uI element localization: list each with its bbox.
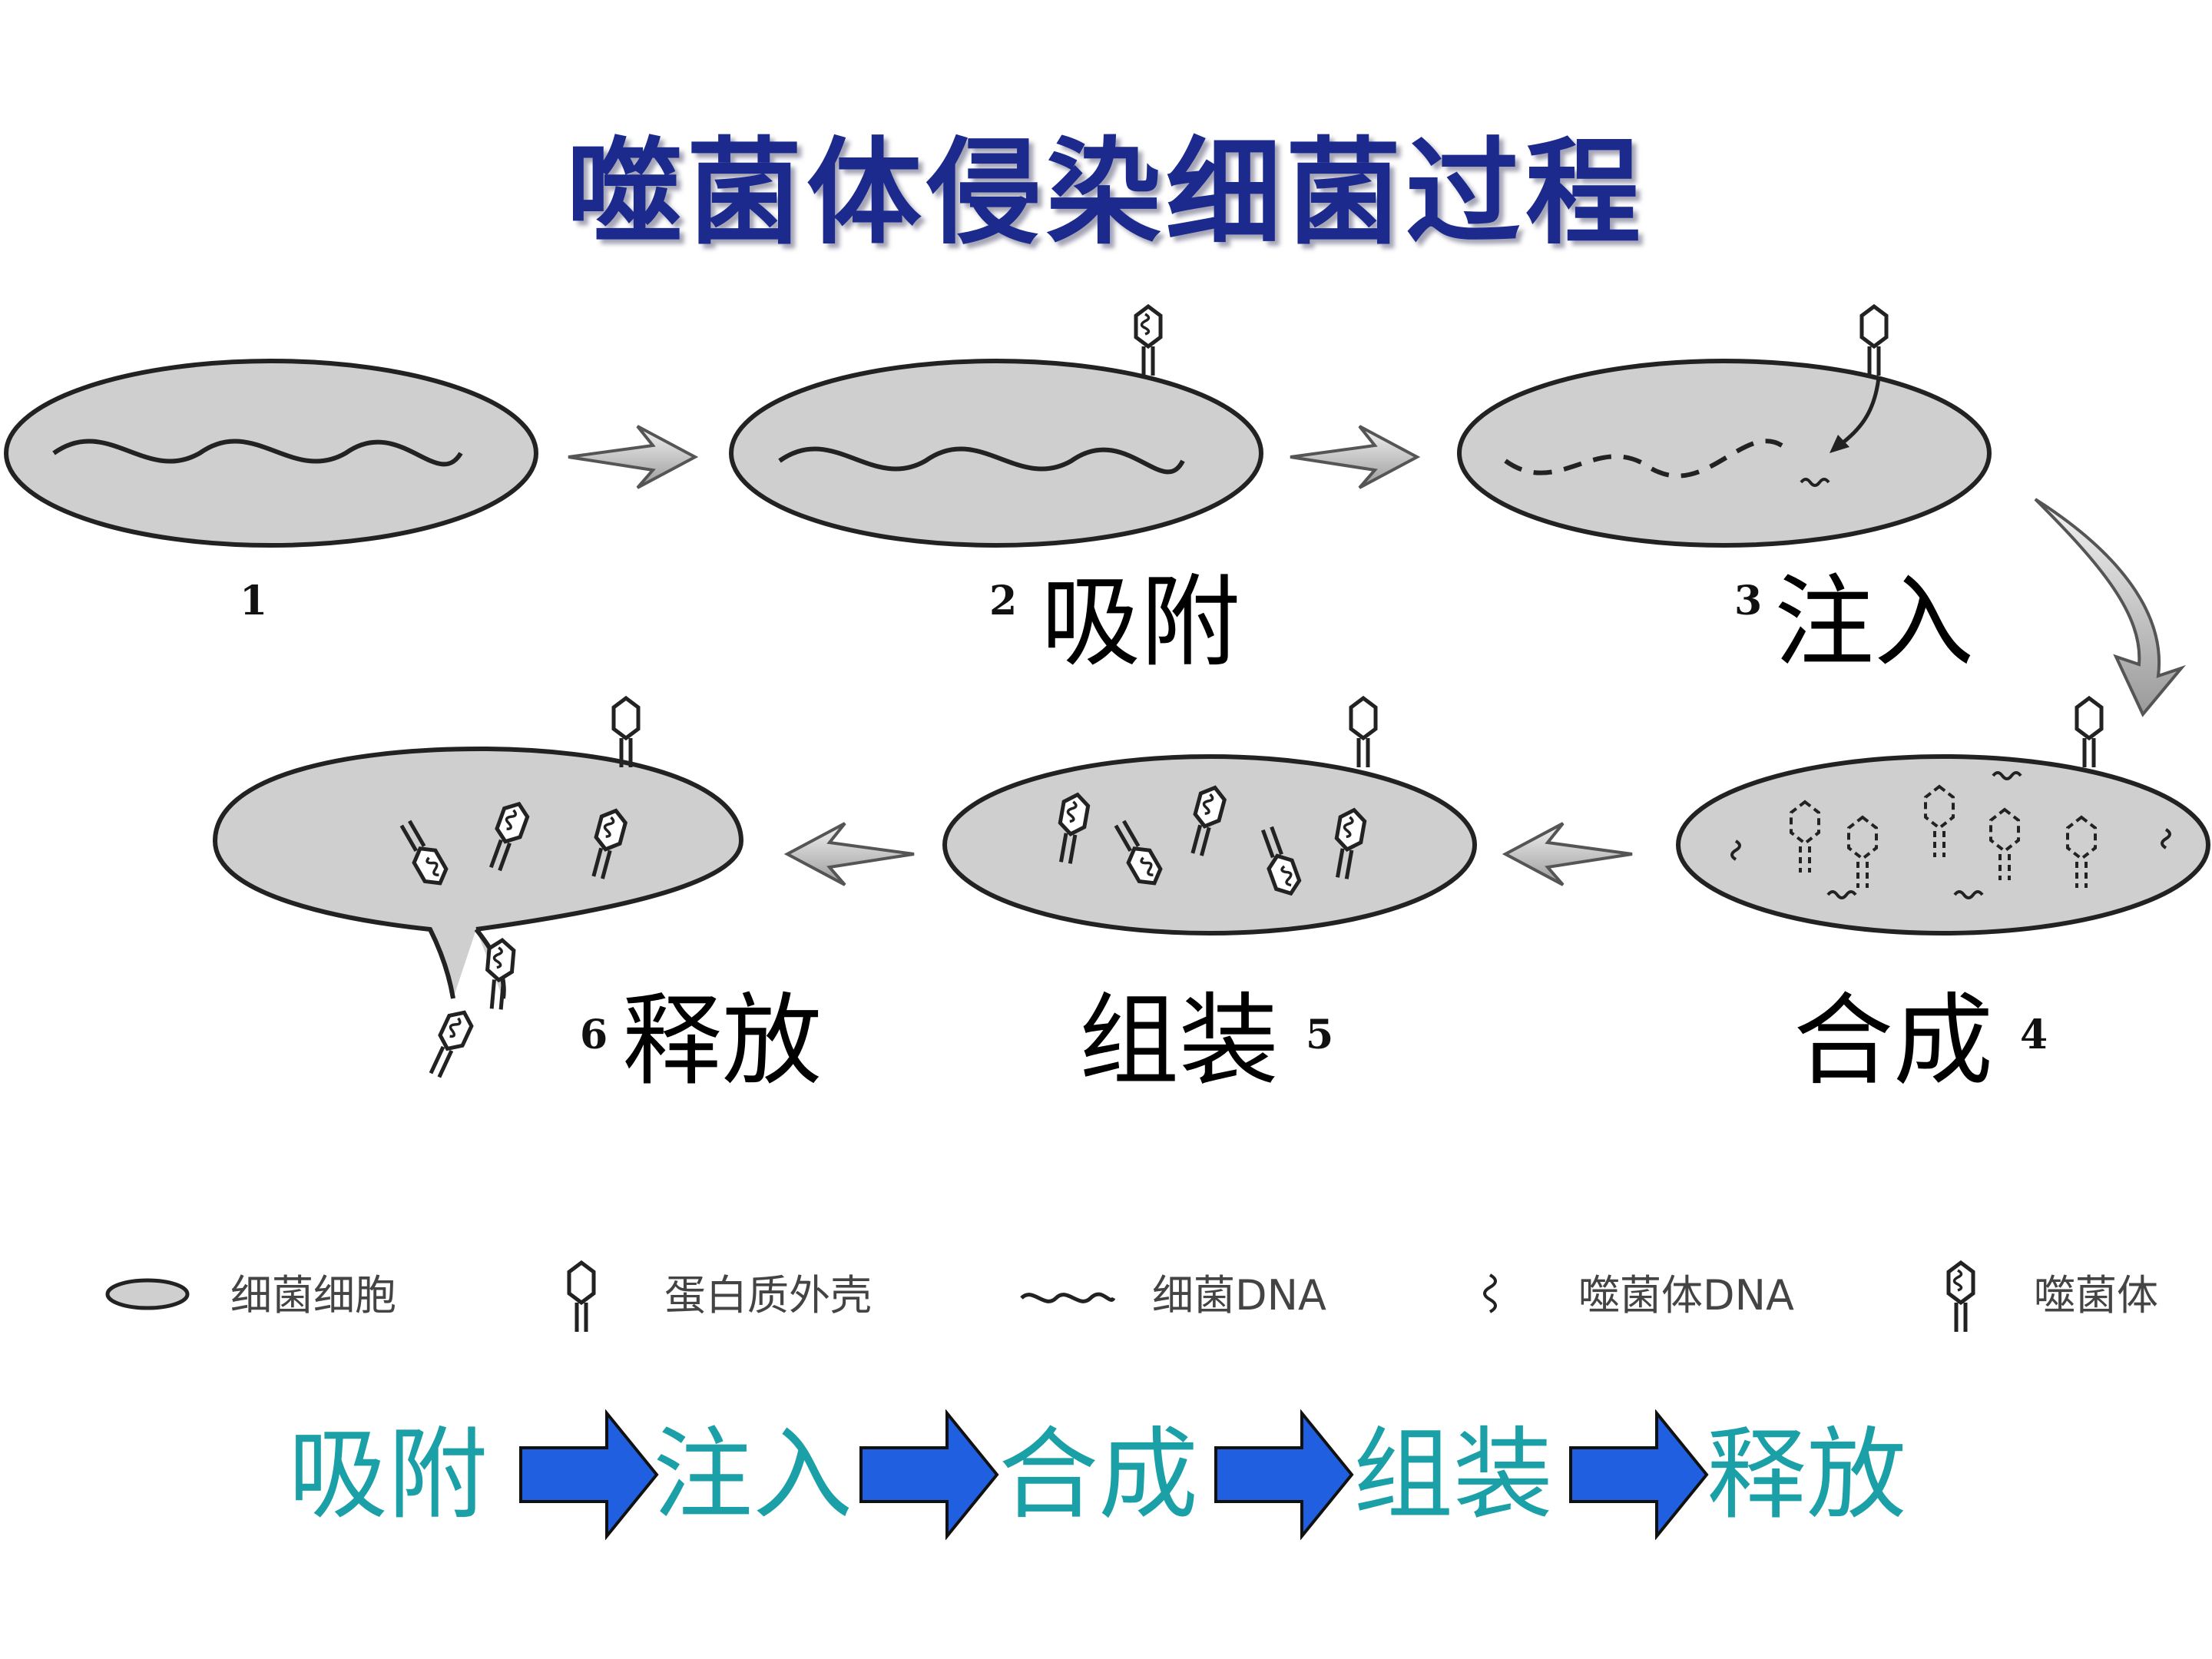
stage-5: 组装 5 [942, 698, 1477, 1099]
flow-step: 释放 [1707, 1416, 1907, 1533]
bacterial-cell-icon [105, 1278, 190, 1310]
stage-label: 吸附 [1041, 564, 1240, 680]
legend-label: 蛋白质外壳 [664, 1271, 872, 1320]
flow-arrow-icon [1569, 1409, 1709, 1540]
phage-icon [484, 939, 515, 1010]
stage-label: 注入 [1774, 564, 1974, 680]
phage-icon [424, 1008, 475, 1081]
stage-1: 1 [4, 359, 538, 624]
bacterial-cell [729, 359, 1263, 548]
bacterial-dna [778, 446, 1185, 475]
protein-coat-icon [1351, 698, 1376, 767]
protein-coat-icon [2077, 698, 2101, 767]
stage-arrow-4-5 [1502, 822, 1633, 886]
flow-step: 组装 [1353, 1416, 1554, 1533]
process-flow: 吸附 注入 合成 组装 释放 [0, 1382, 2212, 1567]
stage-label: 组装 [1079, 982, 1279, 1099]
stage-arrow-2-3 [1290, 425, 1421, 489]
legend-item: 噬菌体 [1949, 1263, 2158, 1332]
stage-6: 6 释放 [212, 698, 822, 1099]
stage-number: 4 [2020, 1012, 2048, 1058]
bacterial-cell [942, 754, 1477, 935]
page-title: 噬菌体侵染细菌过程 [566, 127, 1645, 260]
phage-dna-icon [1483, 1273, 1497, 1313]
bacterial-cell [4, 359, 538, 548]
stage-arrow-3-4 [2034, 498, 2187, 717]
legend-item: 细菌DNA [1020, 1271, 1326, 1320]
stage-2: 2 吸附 [729, 306, 1263, 680]
phage-icon [1949, 1263, 1973, 1332]
stage-number: 3 [1734, 578, 1762, 624]
flow-arrow-icon [1214, 1409, 1354, 1540]
legend-label: 噬菌体DNA [1578, 1271, 1794, 1320]
legend-item: 蛋白质外壳 [569, 1263, 872, 1332]
flow-step: 注入 [653, 1416, 853, 1533]
legend-label: 细菌DNA [1152, 1271, 1326, 1320]
legend-label: 噬菌体 [2034, 1271, 2158, 1320]
stage-arrow-1-2 [568, 425, 699, 489]
phage-icon [1136, 306, 1161, 376]
stage-label: 合成 [1793, 982, 1993, 1099]
protein-coat-icon [614, 698, 638, 767]
bacterial-dna [52, 439, 463, 467]
flow-arrow-icon [519, 1409, 659, 1540]
flow-step: 合成 [998, 1416, 1199, 1533]
flow-step: 吸附 [288, 1416, 488, 1533]
bacterial-cell [1457, 359, 1992, 548]
legend-item: 细菌细胞 [105, 1271, 396, 1320]
stage-arrow-5-6 [783, 822, 915, 886]
stage-label: 释放 [622, 982, 822, 1099]
bacterial-dna-icon [1020, 1292, 1116, 1303]
protein-coat-icon [569, 1263, 594, 1332]
injection-arrow [1838, 377, 1881, 447]
protein-coat-icon [1862, 306, 1886, 376]
injected-dna [1504, 439, 1783, 478]
stage-4: 合成 4 [1676, 698, 2210, 1099]
stage-number: 5 [1306, 1012, 1333, 1058]
stage-number: 2 [989, 578, 1017, 624]
stage-3: 3 注入 [1457, 306, 1992, 680]
legend: 细菌细胞 蛋白质外壳 细菌DNA 噬菌体DNA 噬菌体 [105, 1263, 2158, 1332]
stage-number: 1 [240, 578, 267, 624]
legend-item: 噬菌体DNA [1483, 1271, 1794, 1320]
legend-label: 细菌细胞 [230, 1271, 396, 1320]
flow-arrow-icon [859, 1409, 999, 1540]
lysing-cell [212, 746, 744, 999]
stage-number: 6 [580, 1012, 608, 1058]
